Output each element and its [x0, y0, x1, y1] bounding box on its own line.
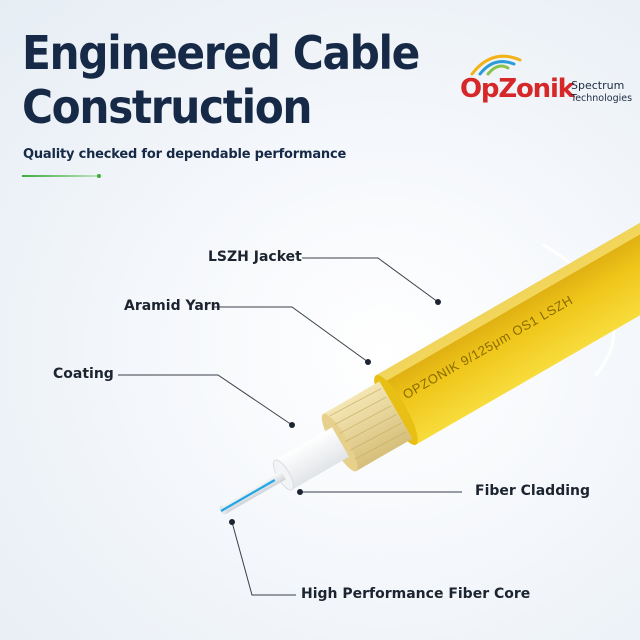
title-line-2: Construction [22, 80, 313, 134]
label-lszh-jacket: LSZH Jacket [208, 249, 302, 265]
fiber-core [220, 479, 276, 512]
brand-tagline-line-1: Spectrum [571, 79, 625, 92]
subtitle: Quality checked for dependable performan… [23, 147, 347, 162]
yarn-fibers [329, 388, 407, 460]
page-title: Engineered Cable Construction [22, 26, 420, 134]
coating-layer [274, 427, 350, 490]
accent-divider [22, 174, 101, 178]
title-line-1: Engineered Cable [22, 26, 420, 80]
label-fiber-core: High Performance Fiber Core [301, 586, 531, 602]
jacket-highlight [375, 205, 640, 385]
label-fiber-cladding: Fiber Cladding [475, 483, 591, 499]
brand-tagline-line-2: Technologies [571, 93, 633, 104]
brand-logo: OpZonik Spectrum Technologies [460, 50, 636, 112]
label-coating: Coating [53, 366, 114, 382]
jacket-pointer-dot [435, 299, 441, 305]
callout-leaders [118, 257, 462, 596]
jacket-layer [375, 205, 640, 445]
brand-name: OpZonik [460, 74, 575, 104]
brand-tagline: Spectrum Technologies [571, 80, 632, 105]
callout-dots [229, 299, 441, 525]
cladding-pointer-dot [297, 489, 303, 495]
label-aramid-yarn: Aramid Yarn [124, 298, 221, 314]
coating-pointer-dot [289, 422, 295, 428]
core-pointer-dot [229, 519, 235, 525]
signal-arcs-icon [470, 54, 522, 76]
yarn-pointer-dot [365, 359, 371, 365]
